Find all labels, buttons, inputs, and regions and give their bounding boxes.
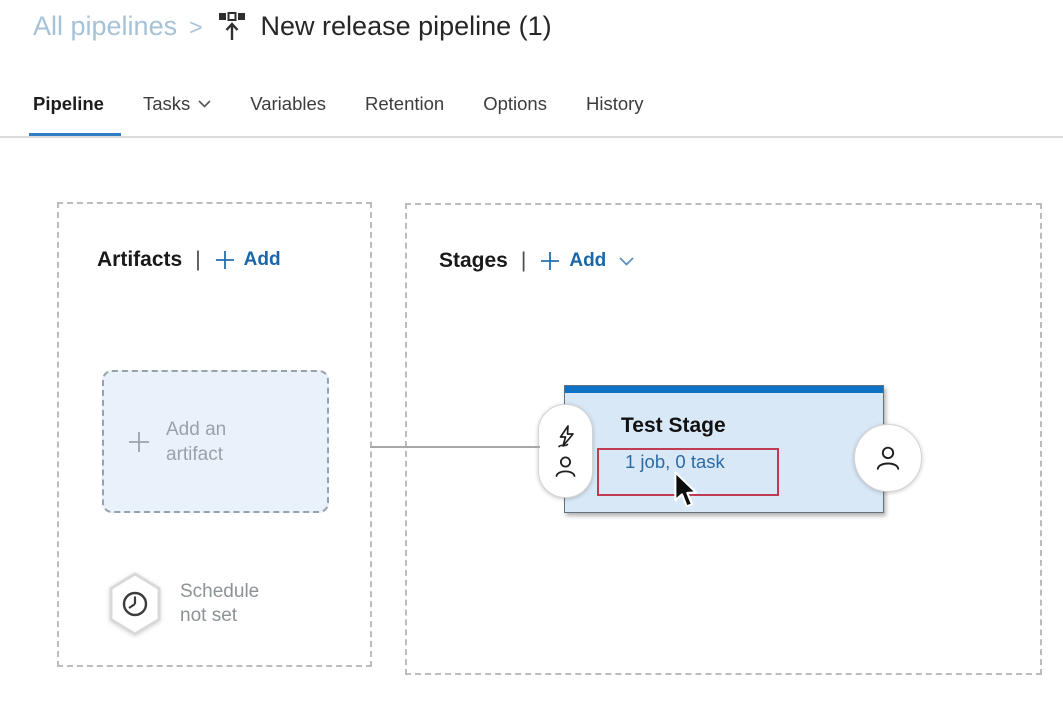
tab-retention-label: Retention — [365, 93, 445, 114]
tab-retention[interactable]: Retention — [365, 93, 444, 115]
stage-jobs-tasks-link[interactable]: 1 job, 0 task — [625, 451, 725, 472]
artifacts-separator: | — [195, 248, 201, 271]
clock-in-hexagon-icon[interactable] — [106, 572, 164, 636]
stages-panel-header: Stages | Add — [439, 249, 634, 273]
schedule-not-set-label: Schedule not set — [180, 581, 260, 626]
tab-pipeline-label: Pipeline — [33, 93, 104, 114]
page-title: New release pipeline (1) — [260, 11, 552, 41]
person-icon — [876, 446, 900, 470]
add-artifact-button[interactable]: Add — [214, 249, 281, 271]
lightning-trigger-icon — [557, 425, 574, 448]
stages-separator: | — [520, 249, 527, 272]
person-icon — [555, 456, 576, 477]
tab-tasks[interactable]: Tasks — [143, 93, 211, 115]
artifact-stage-connector — [370, 446, 540, 448]
schedule-trigger: Schedule not set — [106, 572, 290, 636]
artifacts-panel: Artifacts | Add Add an artifact — [57, 202, 372, 667]
chevron-down-icon — [619, 256, 634, 266]
tab-pipeline[interactable]: Pipeline — [33, 93, 104, 115]
tab-tasks-label: Tasks — [142, 93, 191, 114]
breadcrumb: All pipelines > New release pipeline (1) — [33, 11, 552, 42]
add-artifact-placeholder[interactable]: Add an artifact — [102, 370, 329, 513]
tab-variables[interactable]: Variables — [250, 93, 326, 115]
tab-variables-label: Variables — [250, 93, 327, 114]
breadcrumb-separator: > — [189, 14, 203, 40]
stage-card-accent-bar — [565, 386, 883, 393]
post-deployment-conditions-badge[interactable] — [854, 424, 922, 492]
tab-options-label: Options — [483, 93, 547, 114]
stages-title: Stages — [439, 249, 508, 272]
tab-history[interactable]: History — [586, 93, 644, 115]
pre-deployment-conditions-badge[interactable] — [538, 404, 593, 498]
plus-icon — [215, 251, 234, 269]
breadcrumb-all-pipelines-link[interactable]: All pipelines — [33, 11, 178, 41]
tab-bar: Pipeline Tasks Variables Retention Optio… — [33, 93, 644, 115]
tab-history-label: History — [585, 93, 644, 114]
add-artifact-placeholder-label: Add an artifact — [166, 418, 227, 465]
active-tab-underline — [29, 133, 121, 138]
stages-panel: Stages | Add Test Stage 1 job, 0 task — [405, 203, 1042, 675]
plus-icon — [541, 252, 560, 270]
add-artifact-button-label: Add — [243, 249, 281, 270]
tab-options[interactable]: Options — [483, 93, 547, 115]
stage-name: Test Stage — [621, 414, 726, 437]
artifacts-panel-header: Artifacts | Add — [97, 248, 281, 272]
stage-card[interactable]: Test Stage 1 job, 0 task — [564, 385, 884, 513]
tab-bar-divider — [0, 136, 1063, 138]
release-pipeline-icon — [218, 12, 245, 40]
artifacts-title: Artifacts — [97, 248, 183, 271]
plus-icon — [129, 431, 149, 452]
chevron-down-icon — [198, 100, 211, 108]
add-stage-button-label: Add — [569, 250, 607, 271]
add-stage-button[interactable]: Add — [539, 250, 634, 272]
